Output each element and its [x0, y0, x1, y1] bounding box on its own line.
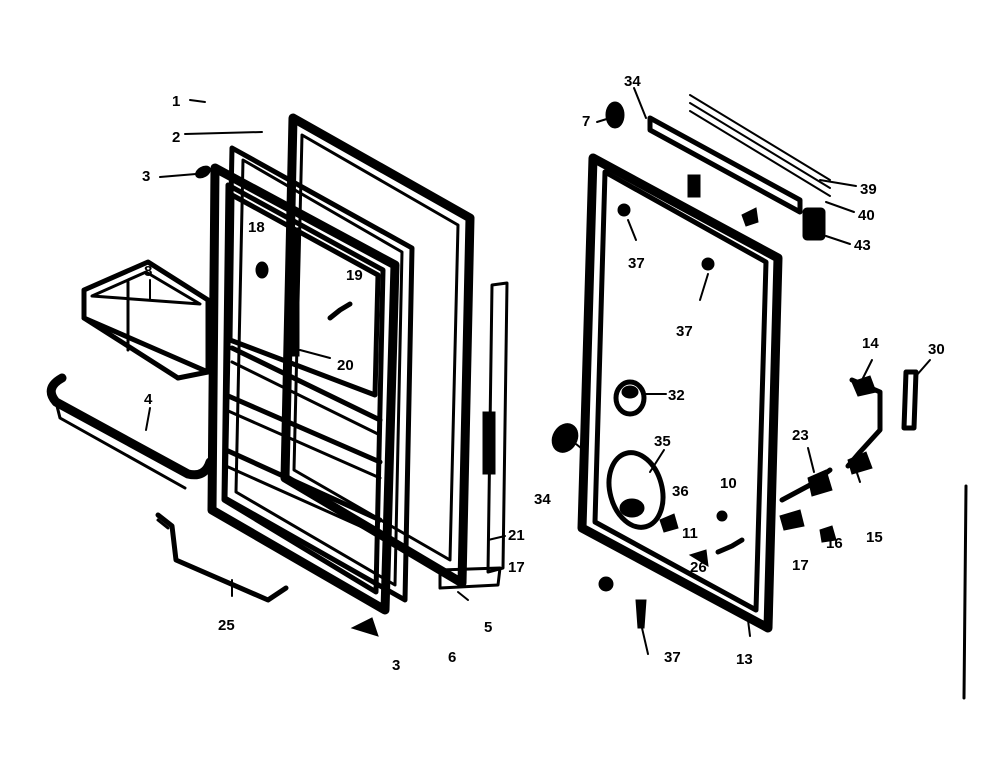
callout-14: 14	[862, 335, 879, 352]
callout-23: 23	[792, 427, 809, 444]
callout-36: 36	[672, 483, 689, 500]
callout-25: 25	[218, 617, 235, 634]
callout-19: 19	[346, 267, 363, 284]
callout-30: 30	[928, 341, 945, 358]
callout-10: 10	[720, 475, 737, 492]
callout-7: 7	[582, 113, 590, 130]
callout-37-upper: 37	[628, 255, 645, 272]
door-hinge-bracket	[845, 369, 919, 475]
left-door-assembly	[46, 113, 509, 637]
door-inner-liner	[207, 163, 400, 615]
callout-16: 16	[826, 535, 843, 552]
door-outer-panel	[577, 153, 783, 633]
callout-37-bottom: 37	[664, 649, 681, 666]
door-trim-strips	[647, 94, 831, 215]
callout-32: 32	[668, 387, 685, 404]
callout-11: 11	[682, 525, 698, 542]
callout-3-bottom: 3	[392, 657, 400, 674]
callout-40: 40	[858, 207, 875, 224]
callout-labels: 1 2 3 18 19 20 8 4 21 17 25 3 6 5 7 34 3…	[142, 73, 945, 674]
callout-34-top: 34	[624, 73, 641, 90]
callout-5: 5	[484, 619, 492, 636]
callout-34-left: 34	[534, 491, 551, 508]
callout-1: 1	[172, 93, 180, 110]
leader-lines	[145, 87, 931, 655]
right-door-assembly	[551, 94, 968, 700]
callout-15: 15	[866, 529, 883, 546]
door-bottom-bracket	[155, 512, 289, 603]
callout-20: 20	[337, 357, 354, 374]
door-dispenser-recess	[613, 379, 647, 417]
door-shelf-bin	[81, 259, 211, 381]
callout-8: 8	[144, 263, 152, 280]
callout-17-right: 17	[792, 557, 809, 574]
callout-18: 18	[248, 219, 265, 236]
callout-3: 3	[142, 168, 150, 185]
callout-26: 26	[690, 559, 707, 576]
door-oval-recess	[606, 450, 666, 530]
callout-21: 21	[508, 527, 525, 544]
callout-17-left: 17	[508, 559, 525, 576]
door-gasket-rear	[280, 113, 475, 588]
door-hinge-strip	[482, 281, 509, 574]
callout-13: 13	[736, 651, 753, 668]
callout-37-mid: 37	[676, 323, 693, 340]
door-shelf-rail	[46, 373, 215, 490]
callout-4: 4	[144, 391, 153, 408]
callout-35: 35	[654, 433, 671, 450]
callout-43: 43	[854, 237, 871, 254]
callout-39: 39	[860, 181, 877, 198]
callout-2: 2	[172, 129, 180, 146]
callout-6: 6	[448, 649, 456, 666]
door-hinge-parts	[779, 467, 837, 543]
